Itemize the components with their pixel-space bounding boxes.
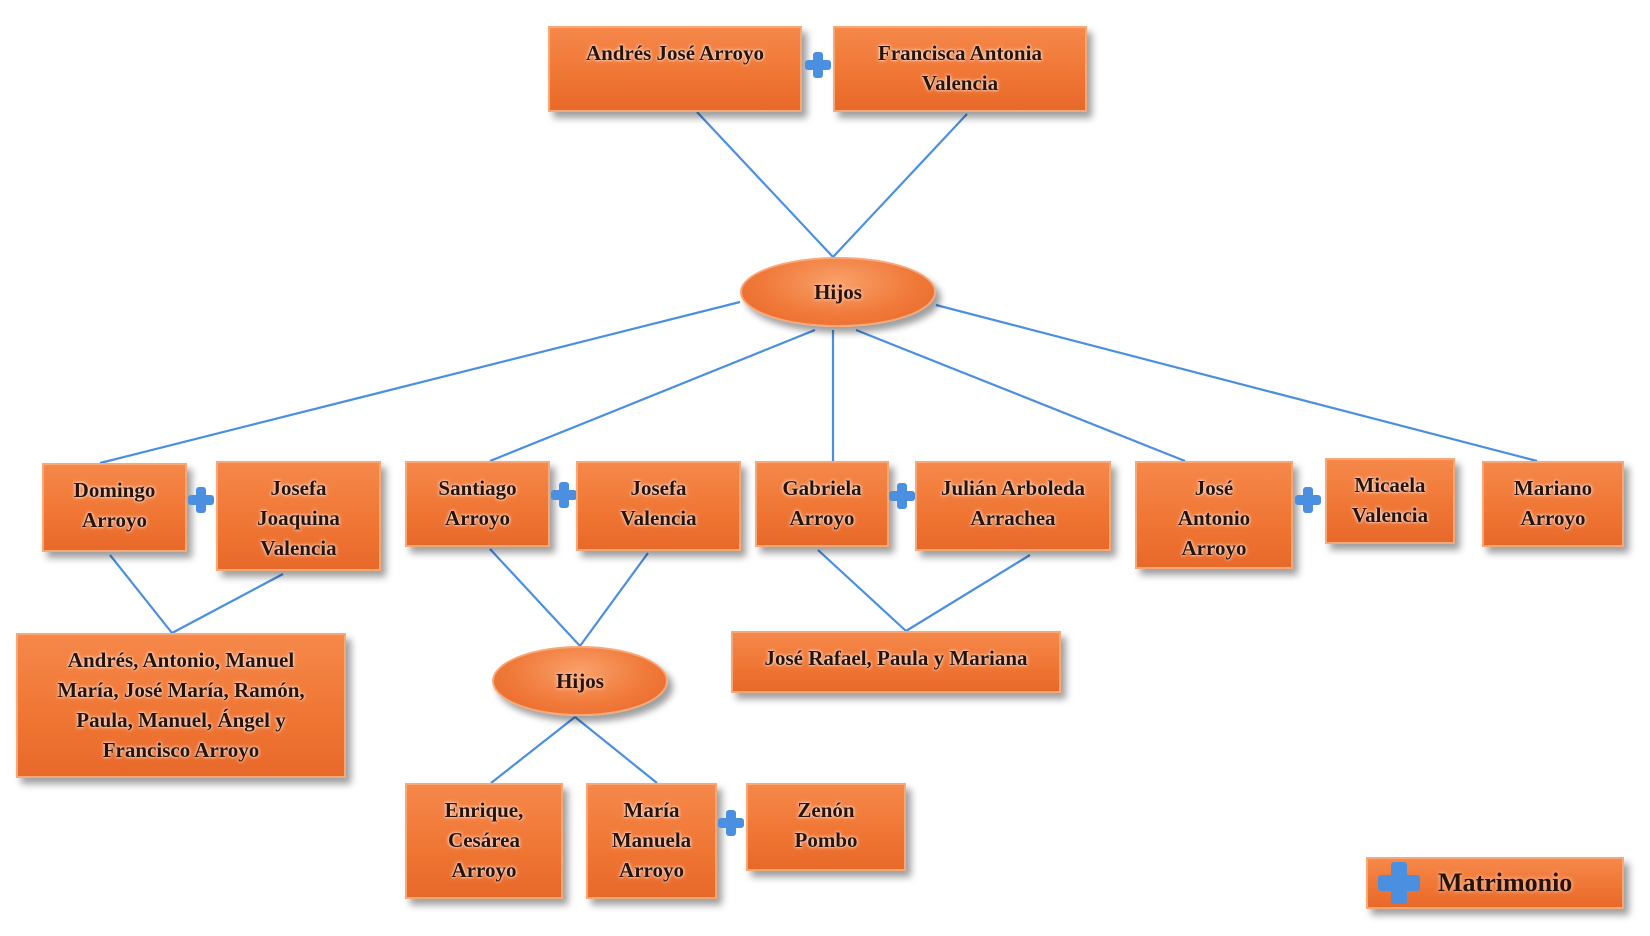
connector-josefa-joaquina-children (171, 573, 284, 634)
enrique-name: Enrique, Cesárea Arroyo (444, 798, 524, 882)
father-name: Andrés José Arroyo (585, 41, 765, 65)
connector-hijos-santiago (489, 328, 816, 463)
connector-father-hijos (696, 111, 834, 258)
gabriela-children-box: José Rafael, Paula y Mariana (731, 631, 1061, 693)
hijos-ellipse: Hijos (740, 257, 936, 327)
josefa-valencia-box: Josefa Valencia (576, 461, 741, 551)
domingo-name: Domingo Arroyo (73, 478, 156, 532)
father-box: Andrés José Arroyo (548, 26, 802, 112)
connector-hijos-enrique (490, 716, 576, 784)
connector-mother-hijos (832, 113, 968, 258)
gabriela-name: Gabriela Arroyo (782, 476, 862, 530)
marriage-plus-icon (716, 808, 746, 838)
zenon-box: Zenón Pombo (746, 783, 906, 871)
josefa-joaquina-name: Josefa Joaquina Valencia (257, 476, 340, 560)
connector-hijos-domingo (99, 300, 741, 465)
connector-julian-children (905, 554, 1031, 632)
santiago-name: Santiago Arroyo (438, 476, 517, 530)
enrique-box: Enrique, Cesárea Arroyo (405, 783, 563, 899)
legend-plus-icon (1376, 860, 1422, 906)
connector-hijos-jose-antonio (855, 328, 1186, 463)
marriage-plus-icon (1293, 485, 1323, 515)
marriage-plus-icon (186, 485, 216, 515)
hijos-santiago-ellipse: Hijos (492, 646, 668, 716)
mother-name: Francisca Antonia Valencia (878, 41, 1042, 95)
domingo-children-box: Andrés, Antonio, Manuel María, José Marí… (16, 633, 346, 778)
zenon-name: Zenón Pombo (794, 798, 858, 852)
domingo-box: Domingo Arroyo (42, 463, 187, 552)
gabriela-children-names: José Rafael, Paula y Mariana (764, 646, 1028, 670)
connector-hijos-mariano (935, 303, 1538, 463)
marriage-plus-icon (887, 481, 917, 511)
micaela-box: Micaela Valencia (1325, 458, 1455, 544)
connector-domingo-children (109, 554, 173, 634)
santiago-box: Santiago Arroyo (405, 461, 550, 547)
julian-box: Julián Arboleda Arrachea (915, 461, 1111, 551)
mariano-box: Mariano Arroyo (1482, 461, 1624, 547)
josefa-joaquina-box: Josefa Joaquina Valencia (216, 461, 381, 571)
connector-josefa-valencia-hijos (579, 552, 649, 647)
jose-antonio-name: José Antonio Arroyo (1177, 476, 1251, 560)
mother-box: Francisca Antonia Valencia (833, 26, 1087, 112)
maria-manuela-name: María Manuela Arroyo (611, 798, 692, 882)
julian-name: Julián Arboleda Arrachea (940, 476, 1086, 530)
micaela-name: Micaela Valencia (1351, 473, 1429, 527)
jose-antonio-box: José Antonio Arroyo (1135, 461, 1293, 569)
mariano-name: Mariano Arroyo (1513, 476, 1593, 530)
legend: Matrimonio (1366, 857, 1624, 909)
marriage-plus-icon (803, 50, 833, 80)
domingo-children-names: Andrés, Antonio, Manuel María, José Marí… (57, 648, 305, 762)
connector-hijos-maria-manuela (574, 716, 658, 784)
connector-gabriela-children (817, 549, 907, 632)
maria-manuela-box: María Manuela Arroyo (586, 783, 717, 899)
hijos-label: Hijos (814, 279, 862, 304)
josefa-valencia-name: Josefa Valencia (620, 476, 697, 530)
gabriela-box: Gabriela Arroyo (755, 461, 889, 547)
hijos-santiago-label: Hijos (556, 668, 604, 693)
marriage-plus-icon (549, 480, 579, 510)
connector-santiago-hijos (489, 548, 581, 647)
legend-label: Matrimonio (1438, 868, 1573, 897)
